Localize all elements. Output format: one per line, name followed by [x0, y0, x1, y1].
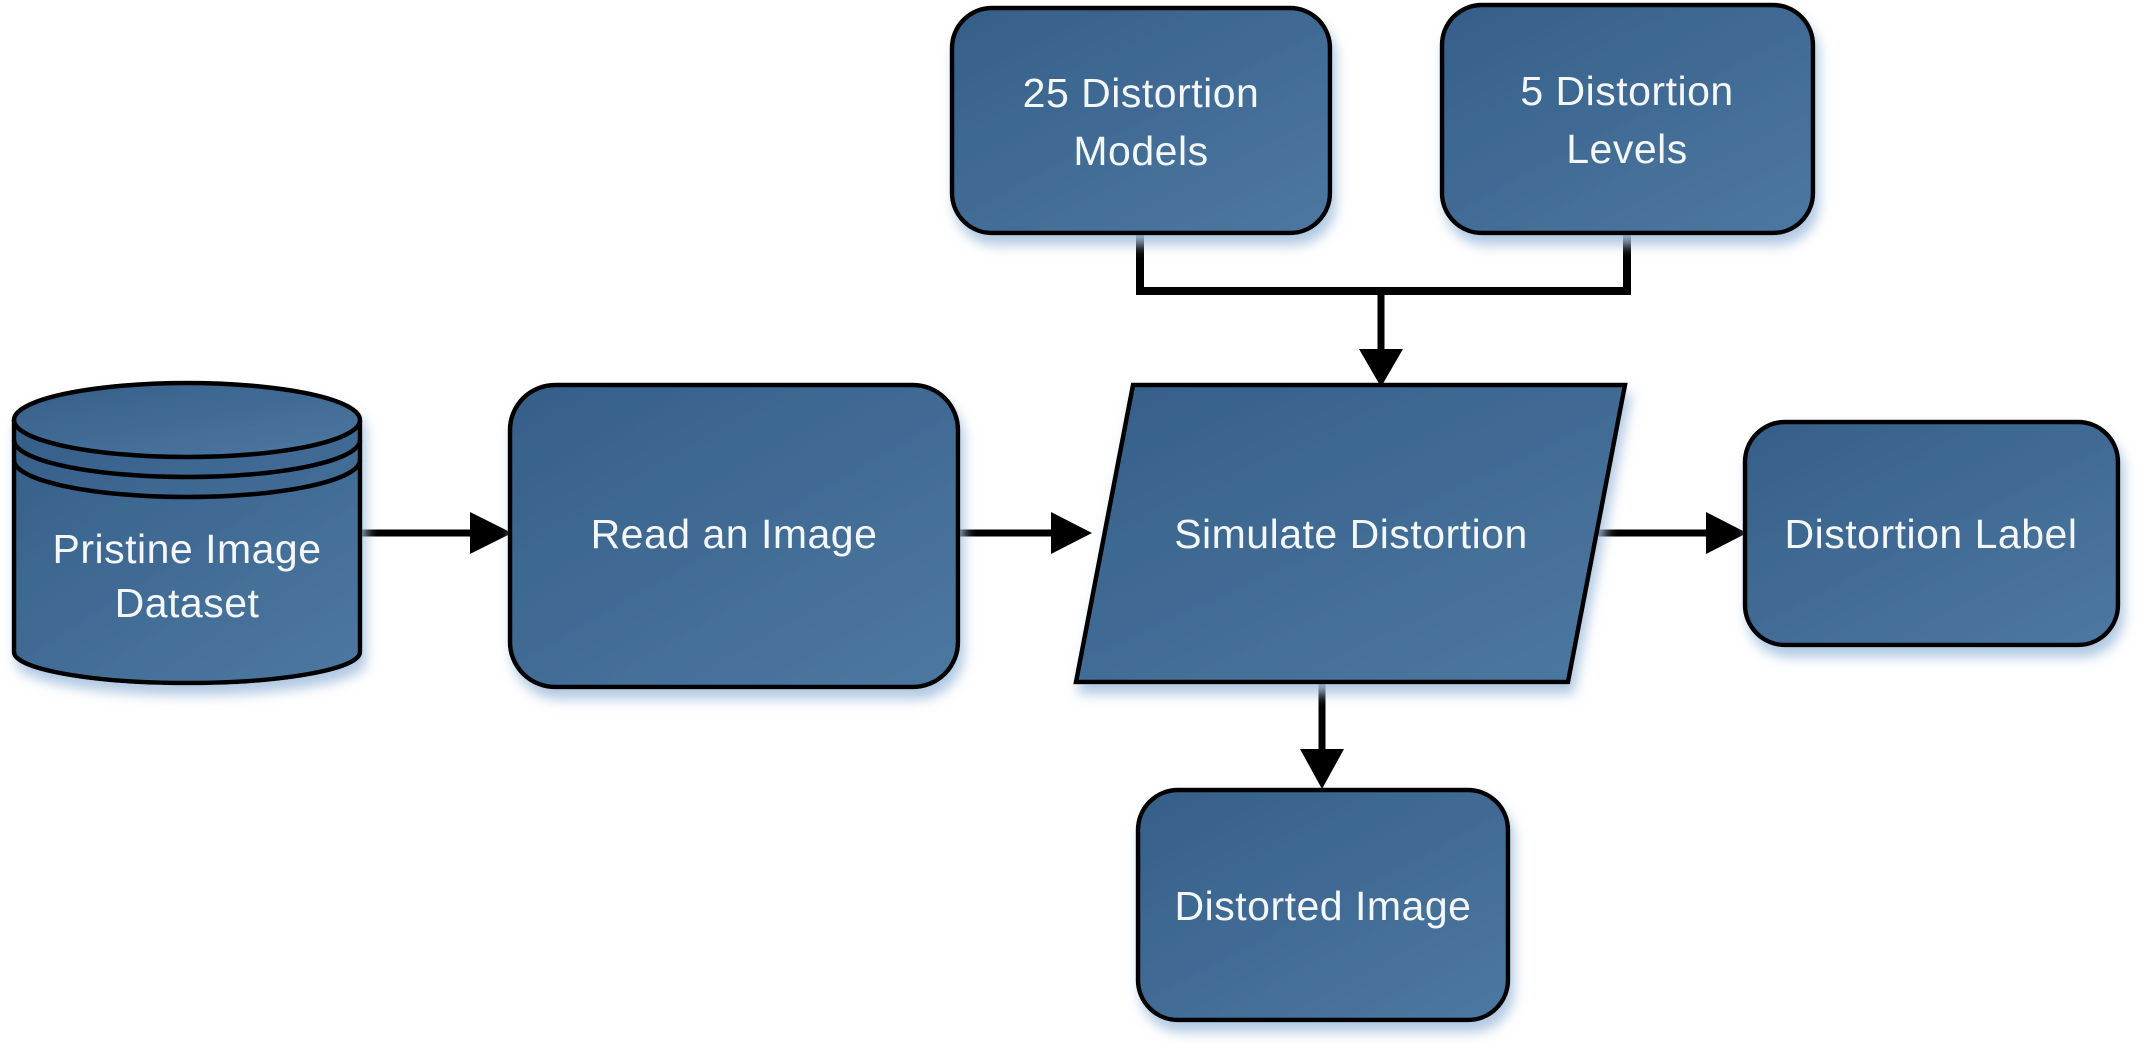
cylinder-ring [11, 459, 363, 500]
node-label: 5 Distortion [1520, 68, 1733, 114]
node-distorted-image: Distorted Image [1135, 787, 1511, 1023]
node-label: Distorted Image [1175, 883, 1472, 929]
arrow-pristine-to-read [360, 512, 512, 554]
cylinder-top [11, 380, 363, 460]
arrowhead-right [470, 512, 512, 554]
node-label: Read an Image [591, 511, 878, 557]
node-label: Distortion Label [1785, 511, 2078, 557]
connector-models-levels-join [1136, 233, 1631, 387]
arrow-simulate-to-distorted [1300, 682, 1344, 789]
cylinder-ring [11, 439, 363, 480]
arrow-read-to-simulate [958, 512, 1092, 554]
node-distortion-models: 25 Distortion Models [949, 5, 1333, 236]
node-label: Levels [1566, 126, 1688, 172]
rounded-rect-shape [1742, 419, 2121, 648]
node-pristine-image-dataset: Pristine Image Dataset [11, 380, 363, 686]
node-distortion-label: Distortion Label [1742, 419, 2121, 648]
node-distortion-levels: 5 Distortion Levels [1439, 2, 1816, 236]
node-simulate-distortion: Simulate Distortion [1073, 382, 1628, 685]
rounded-rect-shape [1135, 787, 1511, 1023]
arrowhead-right [1051, 512, 1092, 554]
rounded-rect-shape [507, 382, 961, 690]
parallelogram-shape [1073, 382, 1628, 685]
node-read-an-image: Read an Image [507, 382, 961, 690]
node-label: Dataset [115, 580, 260, 626]
node-label: 25 Distortion [1023, 70, 1260, 116]
rounded-rect-shape [949, 5, 1333, 236]
rounded-rect-shape [1439, 2, 1816, 236]
node-label: Simulate Distortion [1174, 511, 1528, 557]
node-label: Pristine Image [52, 526, 321, 572]
arrowhead-right [1706, 512, 1747, 554]
cylinder-body [11, 420, 363, 686]
arrowhead-down [1359, 349, 1403, 387]
node-label: Models [1073, 128, 1208, 174]
arrow-simulate-to-label [1597, 512, 1747, 554]
arrowhead-down [1300, 749, 1344, 789]
